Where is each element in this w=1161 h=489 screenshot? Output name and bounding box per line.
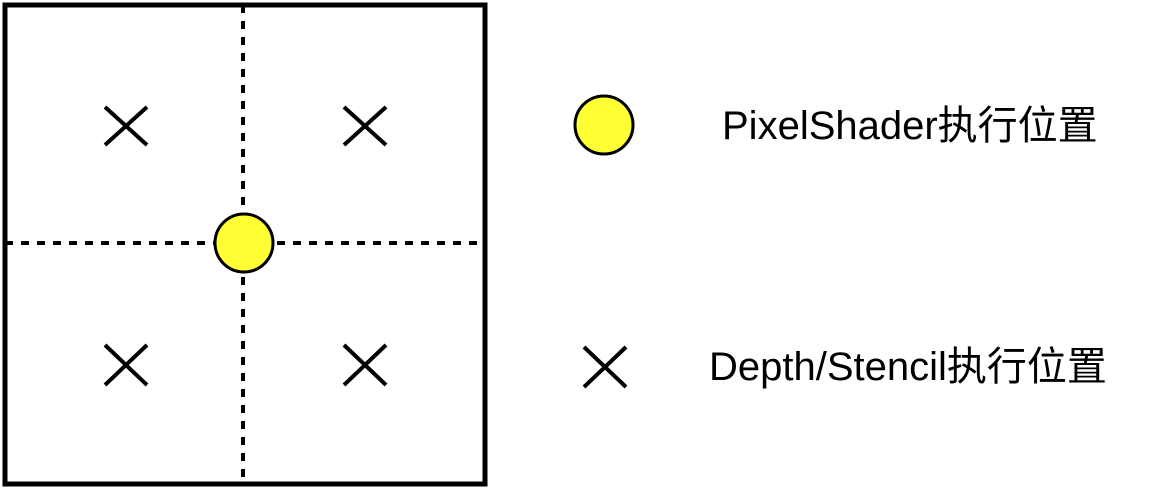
legend-depth-stencil-icon bbox=[582, 345, 628, 389]
legend-depth-stencil-label: Depth/Stencil执行位置 bbox=[709, 345, 1107, 389]
depth-sample-top-right-icon bbox=[342, 105, 388, 147]
legend-pixel-shader-icon bbox=[573, 94, 635, 156]
depth-sample-bottom-left-icon bbox=[103, 343, 149, 387]
depth-sample-bottom-right-icon bbox=[342, 343, 388, 387]
depth-sample-top-left-icon bbox=[103, 105, 149, 147]
legend: PixelShader执行位置 Depth/Stencil执行位置 bbox=[573, 94, 1107, 389]
pixel-shader-sample-icon bbox=[213, 212, 275, 274]
legend-pixel-shader-label: PixelShader执行位置 bbox=[722, 104, 1098, 148]
